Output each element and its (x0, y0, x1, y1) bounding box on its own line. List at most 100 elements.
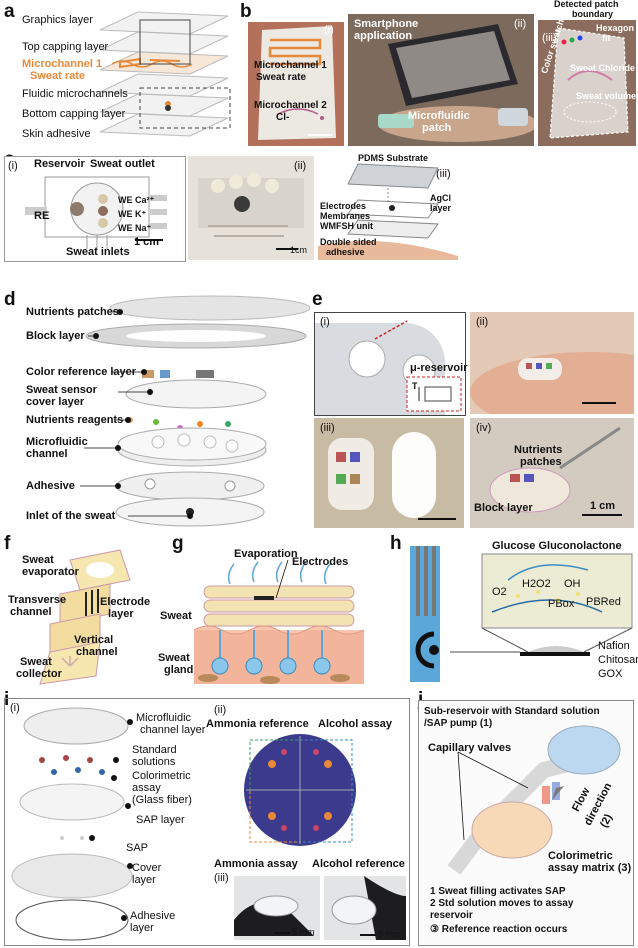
e-i-reservoir: μ-reservoir (410, 362, 468, 374)
i-iii-scale-right: 5 mm (378, 929, 401, 939)
b-i-cl: Cl- (276, 112, 290, 123)
d-label-microfluidic: Microfluidic (26, 436, 88, 448)
d-label-cover-layer: cover layer (26, 396, 85, 408)
b-i-sub: (i) (324, 24, 334, 36)
i-i-sap: SAP (126, 842, 149, 854)
a-label-graphics: Graphics layer (22, 14, 93, 26)
i-iii-photo-right (324, 876, 406, 940)
i-i-assay: assay (132, 782, 161, 794)
d-label-inlet: Inlet of the sweat (26, 510, 116, 522)
c-iii-adhesive: adhesive (326, 247, 365, 257)
panel-letter-e: e (312, 289, 323, 310)
g-label-sweat: Sweat (160, 610, 192, 622)
b-i-sweat-rate: Sweat rate (256, 72, 307, 83)
c-i-we-k: WE K⁺ (118, 209, 147, 219)
e-iii-sub: (iii) (320, 422, 335, 434)
c-i-re: RE (34, 210, 50, 222)
panel-j: j Sub-reservoir with Standard solution /… (414, 690, 638, 947)
c-iii-wmfsh: WMFSH unit (320, 221, 373, 231)
i-frame (4, 698, 410, 946)
f-label-collector: collector (16, 668, 62, 680)
c-i-we-ca: WE Ca²⁺ (118, 195, 155, 205)
f-label-vertical-channel: channel (76, 646, 118, 658)
d-label-channel: channel (26, 448, 68, 460)
h-label-gox: GOX (598, 668, 623, 680)
f-label-sweat2: Sweat (20, 656, 52, 668)
panel-g: g Evaporation Electrodes Sweat Sweat gla… (158, 534, 380, 684)
e-iii-photo (314, 418, 464, 528)
h-label-pbred: PBRed (586, 596, 621, 608)
f-label-evaporator: evaporator (22, 566, 79, 578)
i-ii-alcohol-assay: Alcohol assay (318, 718, 392, 730)
a-label-sweat-rate: Sweat rate (30, 70, 86, 82)
b-iii-label-detected: Detected patch (554, 0, 619, 9)
e-ii-sub: (ii) (476, 316, 489, 328)
a-label-skin-adhesive: Skin adhesive (22, 128, 91, 140)
j-label-capillary: Capillary valves (428, 742, 512, 754)
h-label-nafion: Nafion (598, 640, 630, 652)
panel-letter-g: g (172, 533, 184, 554)
j-label-sap-pump: /SAP pump (1) (424, 718, 493, 729)
panel-f: f Sweat evaporator Transverse channel El… (0, 533, 150, 685)
i-i-channel-layer: channel layer (140, 724, 206, 736)
i-ii-alcohol-ref: Alcohol reference (312, 858, 405, 870)
h-label-oh: OH (564, 578, 581, 590)
i-ii-circle-assay (244, 734, 356, 846)
j-step-1: 1 Sweat filling activates SAP (430, 886, 566, 897)
i-i-adhesive-layer: layer (130, 922, 154, 934)
c-iii-agcl-layer: layer (430, 203, 452, 213)
j-channel-drawing (447, 725, 621, 875)
f-label-transverse-channel: channel (10, 606, 52, 618)
a-label-microchannel1: Microchannel 1 (22, 58, 103, 70)
panel-e: e (i) μ-reservoir T (ii) (308, 290, 638, 530)
b-iii-sub: (iii) (542, 32, 557, 44)
b-iii-label-chloride: Sweat Chloride (570, 63, 636, 73)
panel-a-exploded-layers (99, 11, 231, 137)
j-label-assay-matrix: assay matrix (3) (548, 862, 632, 874)
panel-letter-d: d (4, 289, 16, 310)
i-i-sap-layer: SAP layer (136, 814, 185, 826)
panel-letter-f: f (4, 533, 11, 554)
i-i-colorimetric: Colorimetric (132, 770, 191, 782)
g-label-evaporation: Evaporation (234, 548, 298, 560)
c-i-sweat-outlet: Sweat outlet (90, 158, 155, 170)
panel-a: a Graphics layer Top capping layer Micro… (0, 0, 240, 150)
a-label-bottom-capping: Bottom capping layer (22, 108, 126, 120)
b-ii-sub: (ii) (514, 18, 527, 30)
i-i-cover: Cover (132, 862, 162, 874)
f-label-electrode-layer: layer (108, 608, 134, 620)
b-iii-label-boundary: boundary (572, 9, 614, 19)
panel-letter-b: b (240, 1, 252, 22)
e-iv-nutrients: Nutrients (514, 444, 563, 456)
i-i-glass-fiber: (Glass fiber) (132, 794, 192, 806)
j-label-colorimetric: Colorimetric (548, 850, 613, 862)
d-exploded-layers (80, 295, 311, 527)
i-i-standard: Standard (132, 744, 177, 756)
b-ii-label-application: application (354, 30, 413, 42)
panel-c: c (i) Reservoir Sweat outlet RE WE Ca²⁺ … (0, 150, 638, 262)
panel-letter-i: i (4, 689, 10, 710)
i-i-exploded-layers (11, 707, 133, 941)
e-iv-photo (470, 418, 634, 528)
d-label-adhesive: Adhesive (26, 480, 75, 492)
c-i-scale: 1 cm (134, 236, 160, 248)
b-iii-photo (538, 20, 636, 146)
i-i-microfluidic: Microfluidic (136, 712, 192, 724)
i-i-solutions: solutions (132, 756, 176, 768)
i-iii-photo-left (234, 876, 320, 940)
i-i-cover-layer: layer (132, 874, 156, 886)
f-device-drawing (39, 549, 131, 685)
f-label-sweat: Sweat (22, 554, 54, 566)
e-iv-block-layer: Block layer (474, 502, 533, 514)
e-iv-sub: (iv) (476, 422, 492, 434)
c-i-reservoir: Reservoir (34, 158, 85, 170)
d-label-block-layer: Block layer (26, 330, 85, 342)
h-label-h2o2: H2O2 (522, 578, 551, 590)
c-ii-sub: (ii) (294, 160, 307, 172)
j-label-subreservoir: Sub-reservoir with Standard solution (424, 706, 600, 717)
i-i-adhesive: Adhesive (130, 910, 176, 922)
c-iii-sub: (iii) (436, 168, 451, 180)
b-iii-label-volume: Sweat volume (576, 91, 637, 101)
f-label-transverse: Transverse (8, 594, 67, 606)
c-iii-membranes: Membranes (320, 211, 371, 221)
